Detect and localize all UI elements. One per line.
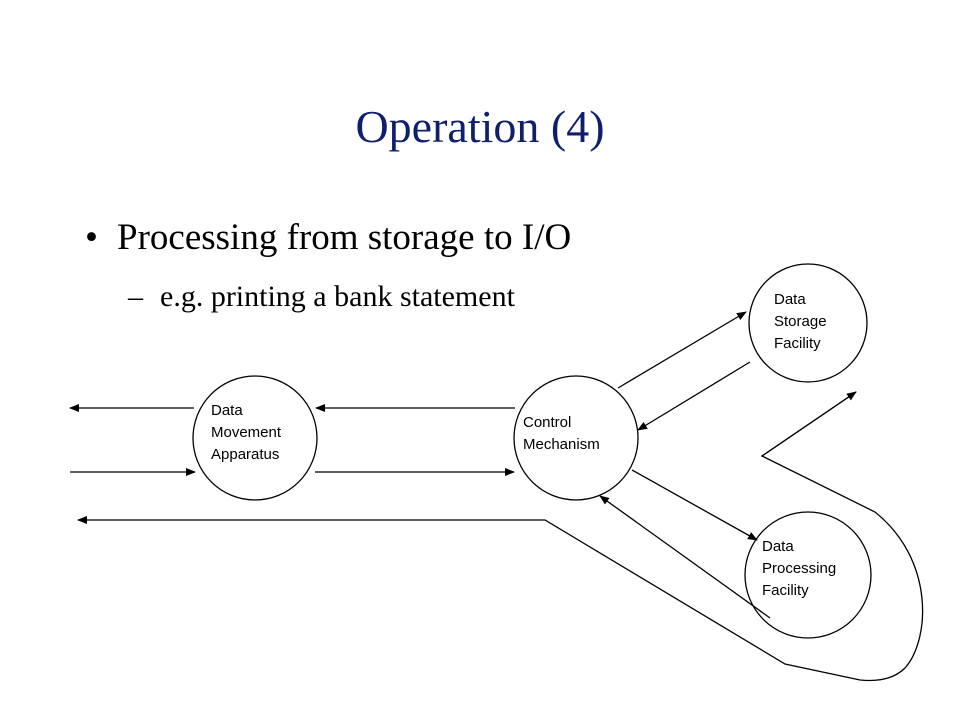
node-label-line: Data <box>762 538 794 555</box>
data-movement-apparatus-label: Data Movement Apparatus <box>211 400 281 466</box>
node-label-line: Data <box>211 402 243 419</box>
data-processing-facility-label: Data Processing Facility <box>762 536 836 602</box>
data-processing-facility-node <box>744 511 872 639</box>
subbullet-item: –e.g. printing a bank statement <box>128 280 515 314</box>
node-label-line: Control <box>523 414 572 431</box>
control-mechanism-node <box>513 375 639 501</box>
arrow-control-to-processing <box>631 469 758 541</box>
arrow-control-to-storage <box>617 311 747 389</box>
subbullet-text: e.g. printing a bank statement <box>160 280 515 313</box>
control-mechanism-label: Control Mechanism <box>523 412 600 456</box>
data-storage-facility-label: Data Storage Facility <box>774 289 827 355</box>
node-label-line: Facility <box>774 335 821 352</box>
node-label-line: Apparatus <box>211 446 280 463</box>
node-label-line: Data <box>774 291 806 308</box>
bullet-marker: • <box>85 217 98 258</box>
loop-arrow-into-storage-side <box>761 391 857 457</box>
node-label-line: Storage <box>774 313 827 330</box>
node-label-line: Processing <box>762 560 837 577</box>
slide-title: Operation (4) <box>355 101 605 152</box>
node-label-line: Facility <box>762 582 809 599</box>
arrow-processing-to-control <box>599 495 771 619</box>
subbullet-marker: – <box>128 280 143 313</box>
data-movement-apparatus-node <box>192 375 318 501</box>
arrow-storage-to-control <box>637 361 751 431</box>
data-storage-facility-node <box>748 263 868 383</box>
node-label-line: Movement <box>211 424 282 441</box>
node-label-line: Mechanism <box>523 436 600 453</box>
bullet-text: Processing from storage to I/O <box>117 217 572 258</box>
bullet-item: • Processing from storage to I/O <box>85 216 571 259</box>
loop-path-to-output <box>77 391 924 682</box>
